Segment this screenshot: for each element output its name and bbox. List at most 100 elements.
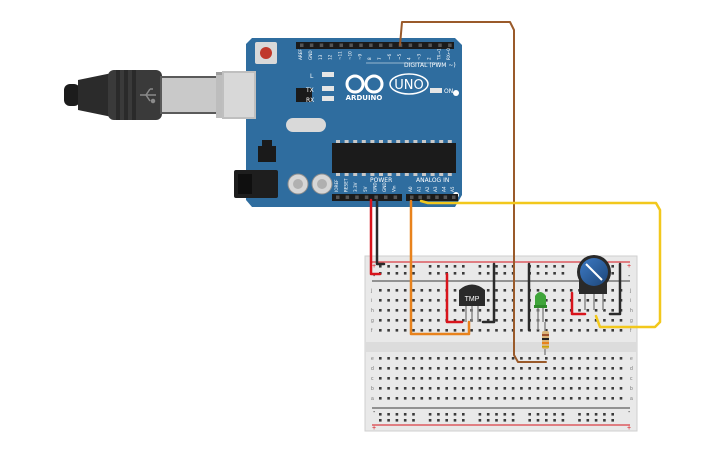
breadboard-hole[interactable] [594,319,598,322]
breadboard-hole[interactable] [395,265,399,268]
breadboard-hole[interactable] [528,397,531,400]
breadboard-hole[interactable] [428,272,432,275]
breadboard-hole[interactable] [586,299,590,302]
breadboard-hole[interactable] [603,299,606,302]
breadboard-hole[interactable] [553,387,556,390]
breadboard-hole[interactable] [578,309,581,312]
breadboard-hole[interactable] [578,397,581,400]
breadboard-hole[interactable] [561,397,565,400]
breadboard-hole[interactable] [586,329,590,332]
breadboard-hole[interactable] [486,299,490,302]
breadboard-hole[interactable] [594,329,598,332]
wire-5v-red[interactable] [369,198,382,276]
breadboard-hole[interactable] [437,387,440,390]
breadboard-hole[interactable] [379,367,382,370]
breadboard-hole[interactable] [387,377,390,380]
breadboard-hole[interactable] [586,387,590,390]
breadboard-hole[interactable] [453,377,457,380]
breadboard-hole[interactable] [478,272,482,275]
header-hole[interactable] [379,43,383,48]
breadboard-hole[interactable] [437,419,440,422]
breadboard-hole[interactable] [403,272,407,275]
breadboard-hole[interactable] [578,357,581,360]
breadboard-hole[interactable] [495,289,498,292]
wire-tmp-black[interactable] [481,262,496,324]
breadboard-hole[interactable] [603,367,606,370]
breadboard-hole[interactable] [578,419,581,422]
breadboard-hole[interactable] [486,397,490,400]
breadboard-hole[interactable] [445,357,448,360]
header-hole[interactable] [349,43,353,48]
breadboard-hole[interactable] [495,387,498,390]
breadboard-hole[interactable] [553,289,556,292]
breadboard-hole[interactable] [603,377,606,380]
breadboard-hole[interactable] [478,309,482,312]
breadboard-hole[interactable] [511,413,515,416]
breadboard-hole[interactable] [520,289,523,292]
header-hole[interactable] [359,43,363,48]
breadboard-hole[interactable] [561,299,565,302]
breadboard-hole[interactable] [462,387,465,390]
breadboard-hole[interactable] [545,272,548,275]
breadboard-hole[interactable] [553,299,556,302]
breadboard-hole[interactable] [403,329,407,332]
breadboard-hole[interactable] [478,387,482,390]
breadboard-hole[interactable] [553,377,556,380]
breadboard-hole[interactable] [428,299,432,302]
breadboard-hole[interactable] [528,367,531,370]
breadboard-hole[interactable] [420,329,424,332]
breadboard-hole[interactable] [412,265,415,268]
header-hole[interactable] [345,195,350,200]
arduino-uno-board[interactable]: L TX RX ON ARDUINO UNO DIGITAL (PWM ~) P… [222,38,462,207]
resistor[interactable] [542,322,549,355]
breadboard-hole[interactable] [462,397,465,400]
breadboard-hole[interactable] [428,357,432,360]
breadboard-hole[interactable] [428,413,432,416]
breadboard-hole[interactable] [478,397,482,400]
breadboard-hole[interactable] [536,329,540,332]
breadboard-hole[interactable] [395,419,399,422]
breadboard-hole[interactable] [569,377,573,380]
breadboard-hole[interactable] [387,265,390,268]
breadboard-hole[interactable] [611,299,614,302]
breadboard-hole[interactable] [437,272,440,275]
breadboard-hole[interactable] [428,377,432,380]
breadboard-hole[interactable] [379,357,382,360]
header-hole[interactable] [369,43,373,48]
breadboard-hole[interactable] [470,387,473,390]
breadboard-hole[interactable] [478,367,482,370]
breadboard-hole[interactable] [387,357,390,360]
breadboard-hole[interactable] [545,377,548,380]
header-hole[interactable] [410,195,414,200]
breadboard-hole[interactable] [395,272,399,275]
breadboard-hole[interactable] [412,397,415,400]
breadboard-hole[interactable] [520,397,523,400]
breadboard-hole[interactable] [503,265,507,268]
wire-pot-red[interactable] [570,291,587,316]
breadboard-hole[interactable] [520,299,523,302]
breadboard-hole[interactable] [478,319,482,322]
breadboard-hole[interactable] [586,367,590,370]
breadboard-hole[interactable] [561,413,565,416]
breadboard-hole[interactable] [395,289,399,292]
breadboard-hole[interactable] [437,289,440,292]
breadboard-hole[interactable] [395,329,399,332]
breadboard-hole[interactable] [520,329,523,332]
breadboard-hole[interactable] [495,367,498,370]
breadboard-hole[interactable] [445,419,448,422]
breadboard-hole[interactable] [486,377,490,380]
breadboard-hole[interactable] [478,413,482,416]
breadboard-hole[interactable] [611,377,614,380]
breadboard-hole[interactable] [561,387,565,390]
breadboard-hole[interactable] [428,419,432,422]
breadboard-hole[interactable] [603,413,606,416]
breadboard-hole[interactable] [437,413,440,416]
breadboard-hole[interactable] [412,299,415,302]
breadboard-hole[interactable] [545,387,548,390]
breadboard-hole[interactable] [578,319,581,322]
breadboard-hole[interactable] [520,319,523,322]
breadboard-hole[interactable] [545,419,548,422]
breadboard-hole[interactable] [486,357,490,360]
breadboard-hole[interactable] [561,272,565,275]
breadboard-hole[interactable] [486,309,490,312]
